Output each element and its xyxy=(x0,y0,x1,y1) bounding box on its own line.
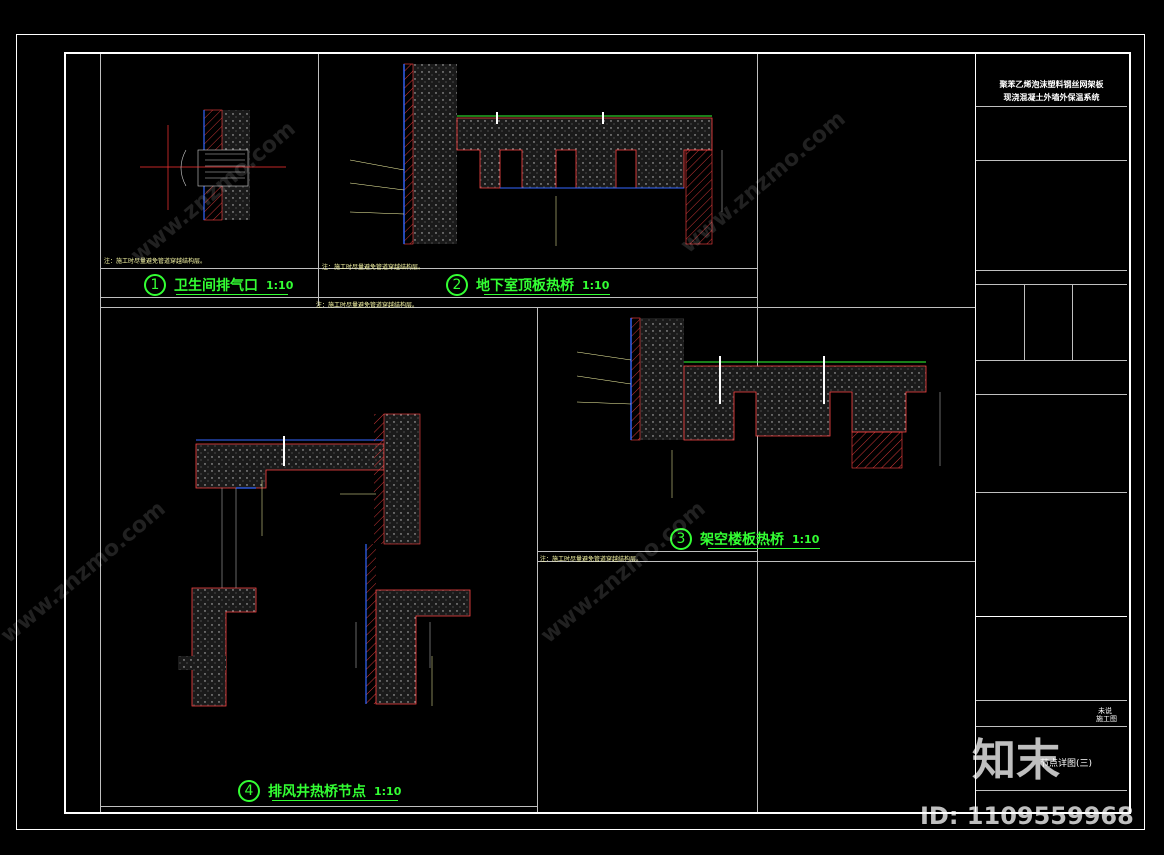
title-block-row xyxy=(976,700,1127,701)
detail-2-drawing xyxy=(403,63,723,245)
detail-4-drawing xyxy=(178,413,471,707)
grid-line xyxy=(537,561,975,562)
panel-1-title: 1 卫生间排气口 1:10 xyxy=(144,274,293,296)
title-underline xyxy=(272,800,398,801)
detail-3-drawing xyxy=(630,317,941,469)
panel-number: 1 xyxy=(144,274,166,296)
grid-line xyxy=(100,54,101,812)
panel-scale: 1:10 xyxy=(792,532,820,546)
title-block-row xyxy=(976,492,1127,493)
title-block-row xyxy=(976,790,1127,791)
project-title-line1: 聚苯乙烯泡沫塑料钢丝网架板 xyxy=(999,80,1104,89)
grid-line xyxy=(100,297,757,298)
grid-line xyxy=(537,308,538,812)
note-text: 注：施工时尽量避免管道穿越结构层。 xyxy=(104,258,207,265)
title-block-row xyxy=(976,726,1127,727)
grid-line xyxy=(100,307,975,308)
panel-name: 地下室顶板热桥 xyxy=(476,278,574,294)
outer-frame xyxy=(16,34,1145,830)
panel-3-title: 3 架空楼板热桥 1:10 xyxy=(670,528,819,550)
grid-line xyxy=(318,54,319,306)
panel-number: 2 xyxy=(446,274,468,296)
panel-scale: 1:10 xyxy=(582,278,610,292)
panel-name: 排风井热桥节点 xyxy=(268,784,366,800)
detail-1-drawing xyxy=(140,109,286,221)
panel-2-title: 2 地下室顶板热桥 1:10 xyxy=(446,274,609,296)
note-text: 注：施工时尽量避免管道穿越结构层。 xyxy=(322,264,425,271)
title-block-row xyxy=(976,160,1127,161)
grid-line xyxy=(100,268,757,269)
title-block-row xyxy=(976,284,1127,285)
inner-frame xyxy=(64,52,1131,814)
title-block-cell: 施工图 xyxy=(1096,715,1117,723)
watermark-logo: 知末 xyxy=(972,735,1060,786)
grid-line xyxy=(537,551,757,552)
note-text: 注：施工时尽量避免管道穿越结构层。 xyxy=(540,556,643,563)
title-block-cell: 未说 xyxy=(1098,707,1112,715)
grid-line xyxy=(100,806,537,807)
panel-scale: 1:10 xyxy=(266,278,294,292)
panel-scale: 1:10 xyxy=(374,784,402,798)
title-block-row xyxy=(976,106,1127,107)
title-block-col xyxy=(1072,284,1073,360)
title-block-row xyxy=(976,360,1127,361)
panel-number: 4 xyxy=(238,780,260,802)
title-underline xyxy=(484,294,610,295)
title-block-row xyxy=(976,616,1127,617)
watermark-id: ID: 1109559968 xyxy=(920,802,1134,830)
note-text: 注：施工时尽量避免管道穿越结构层。 xyxy=(316,302,419,309)
title-block-row xyxy=(976,270,1127,271)
drawing-name: 节点详图(三) xyxy=(1040,759,1093,769)
title-underline xyxy=(176,294,288,295)
title-underline xyxy=(708,548,820,549)
title-block-row xyxy=(976,394,1127,395)
panel-name: 卫生间排气口 xyxy=(174,278,258,294)
title-block-col xyxy=(1024,284,1025,360)
panel-4-title: 4 排风井热桥节点 1:10 xyxy=(238,780,401,802)
panel-name: 架空楼板热桥 xyxy=(700,532,784,548)
panel-number: 3 xyxy=(670,528,692,550)
project-title-line2: 现浇混凝土外墙外保温系统 xyxy=(1003,93,1100,102)
title-block-border xyxy=(975,54,976,812)
